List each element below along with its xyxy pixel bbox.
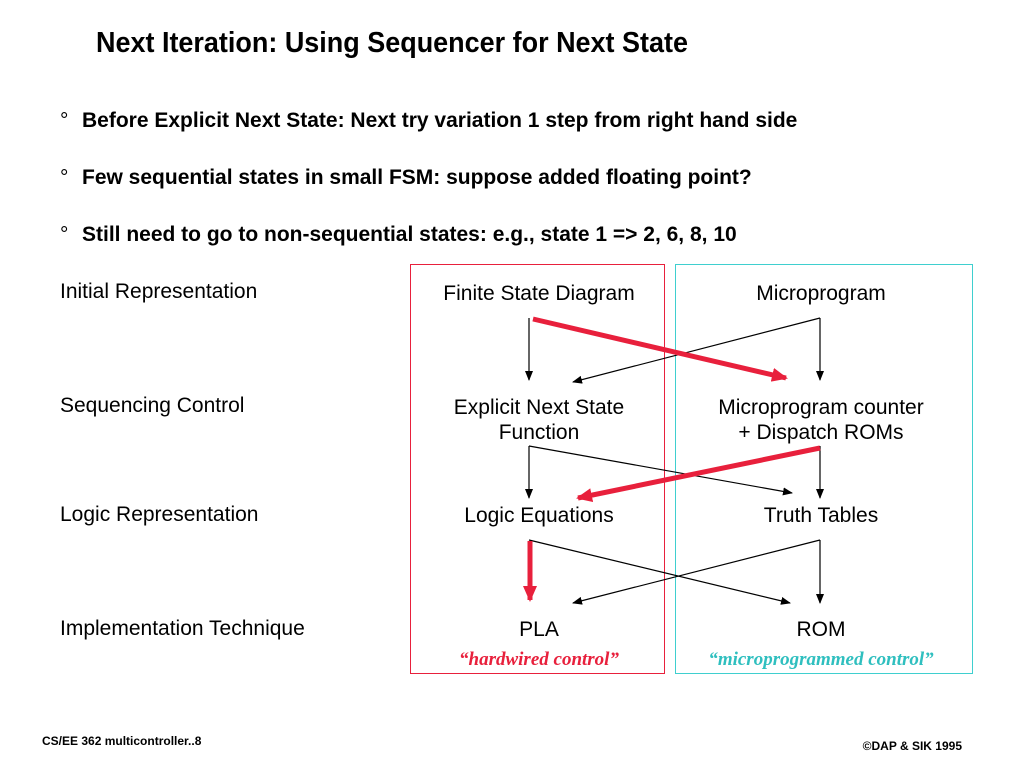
logic-equations-label: Logic Equations <box>464 504 614 527</box>
bullet-mark: ° <box>60 223 69 246</box>
bullet-item: ° Few sequential states in small FSM: sup… <box>60 166 752 190</box>
footer-left: CS/EE 362 multicontroller..8 <box>42 734 202 748</box>
highlight-arrow-fsd-to-counter <box>532 316 788 382</box>
microprogram-counter-line-2: + Dispatch ROMs <box>738 421 904 444</box>
bullet-item: ° Before Explicit Next State: Next try va… <box>60 109 797 133</box>
truth-tables-label: Truth Tables <box>763 504 879 527</box>
arrow-microprogram-to-explicit <box>572 317 821 384</box>
microprogrammed-control-caption: “microprogrammed control” <box>708 649 934 670</box>
explicit-next-state-line-1: Explicit Next State <box>453 396 625 419</box>
bullet-item: ° Still need to go to non-sequential stat… <box>60 223 737 247</box>
highlight-arrow-counter-to-logic-equations <box>576 445 821 503</box>
finite-state-diagram-label: Finite State Diagram <box>443 282 635 305</box>
microprogram-counter-label: Microprogram counter + Dispatch ROMs <box>671 395 971 445</box>
hardwired-control-box <box>410 264 665 674</box>
microprogrammed-control-box <box>675 264 973 674</box>
arrow-truth-tables-to-pla <box>572 539 821 605</box>
hardwired-control-caption: “hardwired control” <box>459 649 619 670</box>
row-label-implementation-technique: Implementation Technique <box>60 617 305 640</box>
row-label-logic-representation: Logic Representation <box>60 503 259 526</box>
row-label-initial-representation: Initial Representation <box>60 280 258 303</box>
slide-title: Next Iteration: Using Sequencer for Next… <box>96 27 688 59</box>
pla-label: PLA <box>519 618 559 641</box>
arrow-logic-equations-to-rom <box>528 539 791 605</box>
bullet-text: Few sequential states in small FSM: supp… <box>82 166 752 189</box>
row-label-sequencing-control: Sequencing Control <box>60 394 245 417</box>
bullet-mark: ° <box>60 109 69 132</box>
explicit-next-state-line-2: Function <box>498 421 580 444</box>
bullet-text: Before Explicit Next State: Next try var… <box>82 109 798 132</box>
footer-right: ©DAP & SIK 1995 <box>862 739 962 753</box>
arrow-explicit-to-truth-tables <box>528 445 793 496</box>
explicit-next-state-label: Explicit Next State Function <box>389 395 689 445</box>
microprogram-counter-line-1: Microprogram counter <box>718 396 924 419</box>
rom-label: ROM <box>796 618 846 641</box>
microprogram-label: Microprogram <box>756 282 886 305</box>
bullet-text: Still need to go to non-sequential state… <box>82 223 737 246</box>
bullet-mark: ° <box>60 166 69 189</box>
